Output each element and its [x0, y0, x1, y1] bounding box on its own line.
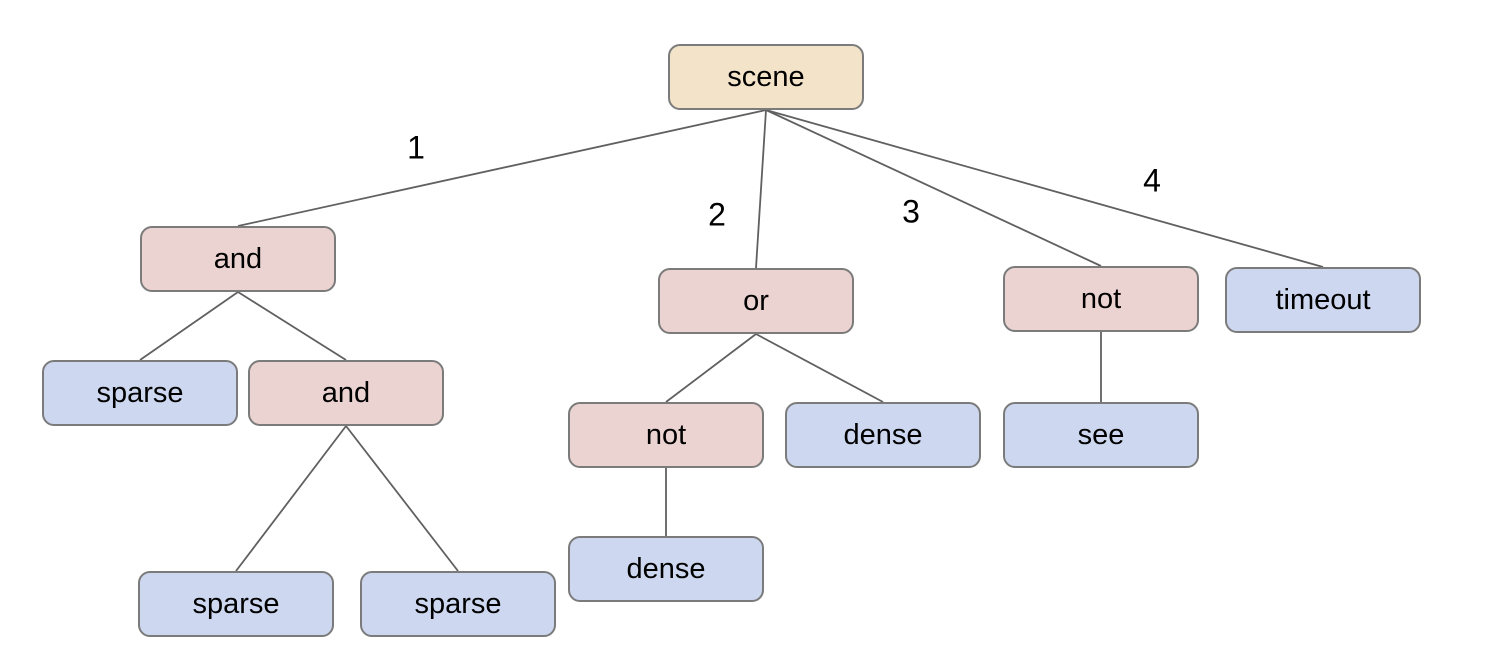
edge-label-1: 1: [407, 129, 425, 166]
tree-node-not1: not: [568, 402, 764, 468]
tree-node-sparse3: sparse: [360, 571, 556, 637]
tree-node-label: dense: [843, 418, 923, 451]
tree-node-label: dense: [626, 552, 706, 585]
tree-node-label: or: [743, 284, 769, 317]
tree-node-sparse1: sparse: [42, 360, 238, 426]
tree-node-label: see: [1077, 418, 1125, 451]
tree-node-label: scene: [727, 60, 805, 93]
tree-node-label: not: [645, 418, 687, 451]
tree-edge-and2-sparse2: [235, 425, 347, 572]
tree-node-label: timeout: [1275, 283, 1371, 316]
tree-edge-and1-sparse1: [139, 291, 239, 361]
tree-node-label: and: [213, 242, 263, 275]
tree-node-sparse2: sparse: [138, 571, 334, 637]
tree-node-label: and: [321, 376, 371, 409]
tree-node-label: sparse: [192, 587, 280, 620]
tree-node-label: sparse: [96, 376, 184, 409]
tree-edge-scene-or1: [755, 109, 767, 269]
tree-node-not2: not: [1003, 266, 1199, 332]
tree-node-see: see: [1003, 402, 1199, 468]
tree-node-dense2: dense: [568, 536, 764, 602]
tree-edge-scene-not2: [765, 109, 1102, 267]
tree-node-dense1: dense: [785, 402, 981, 468]
tree-edge-and1-and2: [237, 291, 347, 361]
tree-node-or1: or: [658, 268, 854, 334]
tree-edge-and2-sparse3: [345, 425, 459, 572]
tree-node-label: not: [1080, 282, 1122, 315]
tree-node-label: sparse: [414, 587, 502, 620]
tree-edge-scene-timeout: [765, 109, 1324, 268]
tree-node-and1: and: [140, 226, 336, 292]
tree-edge-or1-dense1: [755, 333, 884, 403]
edge-label-2: 2: [708, 196, 726, 233]
tree-node-and2: and: [248, 360, 444, 426]
edge-label-3: 3: [902, 193, 920, 230]
edge-label-4: 4: [1143, 162, 1161, 199]
tree-edge-scene-and1: [237, 109, 767, 227]
tree-node-timeout: timeout: [1225, 267, 1421, 333]
tree-edge-or1-not1: [665, 333, 757, 403]
tree-node-scene: scene: [668, 44, 864, 110]
